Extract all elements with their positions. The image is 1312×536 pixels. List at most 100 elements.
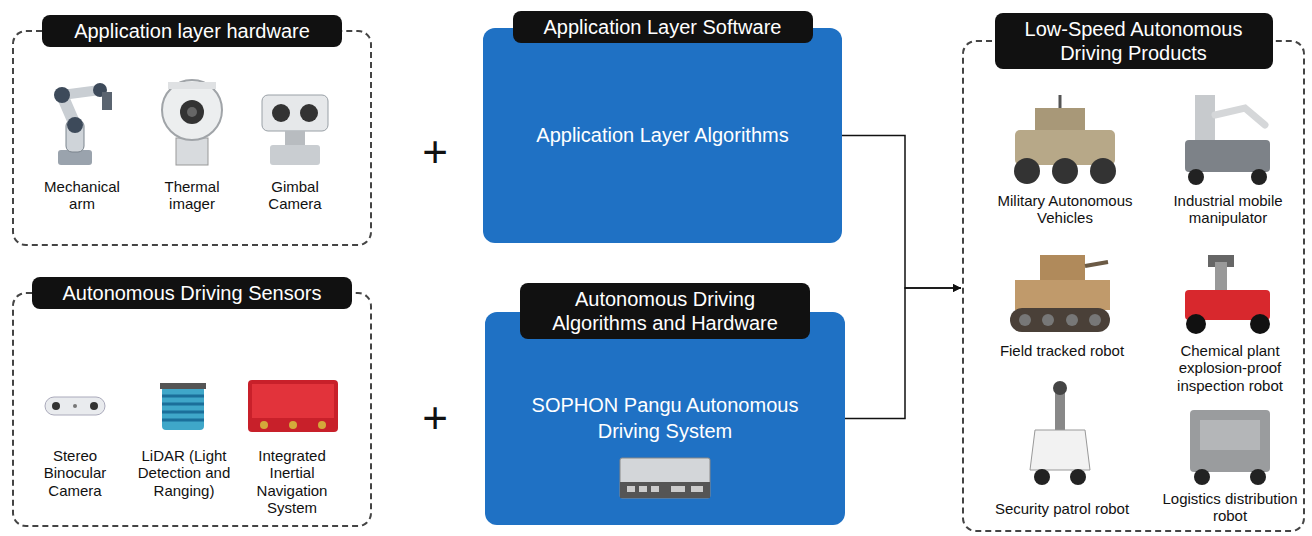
patrol-robot-icon: [1053, 381, 1067, 395]
heading-text: Autonomous Driving Sensors: [46, 281, 338, 305]
logistics-robot-icon: [1194, 469, 1210, 485]
gimbal-camera-icon: [285, 131, 305, 145]
tracked-robot-icon: [1015, 280, 1110, 310]
controller-device-icon: [619, 452, 711, 502]
patrol-robot-icon: [1030, 381, 1090, 485]
logistics-robot-icon: [1190, 410, 1270, 485]
gimbal-camera-icon: [270, 145, 320, 165]
industrial-manipulator-icon: [1195, 95, 1215, 143]
thermal-imager-icon: [180, 100, 204, 124]
heading-pill: Low-Speed Autonomous Driving Products: [995, 13, 1273, 69]
controller-device-icon: [620, 482, 710, 498]
inspection-robot-icon: [1185, 255, 1270, 334]
thermal-imager-icon: [176, 138, 208, 165]
mechanical-arm-icon: [54, 87, 70, 103]
gimbal-camera-icon: [300, 104, 318, 122]
tracked-robot-icon: [1066, 314, 1078, 326]
mechanical-arm-icon: [54, 83, 112, 165]
heading-text: Low-Speed Autonomous Driving Products: [1009, 17, 1259, 65]
patrol-robot-icon: [1034, 469, 1050, 485]
inspection-robot-icon: [1186, 314, 1206, 334]
military-vehicle-icon: [1014, 158, 1040, 184]
lidar-icon: [160, 383, 206, 389]
industrial-manipulator-icon: [1215, 108, 1265, 125]
lidar-icon: [162, 403, 204, 406]
stereo-camera-icon: [45, 397, 105, 415]
heading-text: Autonomous Driving Algorithms and Hardwa…: [535, 287, 795, 335]
heading-pill: Application Layer Software: [513, 11, 813, 43]
heading-text: Application layer hardware: [56, 19, 328, 43]
heading-pill: Application layer hardware: [42, 15, 342, 47]
plus-sign: +: [413, 130, 457, 174]
tracked-robot-icon: [1040, 255, 1085, 283]
caption-label: Integrated Inertial Navigation System: [247, 447, 337, 516]
industrial-manipulator-icon: [1188, 169, 1204, 185]
thermal-imager-icon: [162, 80, 222, 165]
stereo-camera-icon: [52, 402, 60, 410]
connector-arrow: [842, 136, 961, 289]
caption-label: Chemical plant explosion-proof inspectio…: [1155, 342, 1305, 394]
lidar-icon: [162, 386, 204, 430]
controller-device-icon: [639, 486, 647, 492]
caption-label: Mechanical arm: [37, 178, 127, 213]
tracked-robot-icon: [1089, 314, 1101, 326]
heading-text: Application Layer Software: [527, 15, 799, 39]
patrol-robot-icon: [1070, 469, 1086, 485]
inertial-navigation-icon: [248, 380, 338, 432]
heading-pill: Autonomous Driving Sensors: [32, 277, 352, 309]
military-vehicle-icon: [1090, 158, 1116, 184]
inspection-robot-icon: [1215, 262, 1227, 292]
mechanical-arm-icon: [102, 92, 112, 110]
logistics-robot-icon: [1190, 410, 1270, 472]
thermal-imager-icon: [168, 82, 216, 89]
lidar-icon: [160, 383, 206, 430]
controller-device-icon: [671, 486, 685, 492]
inertial-navigation-icon: [248, 380, 338, 432]
caption-label: Industrial mobile manipulator: [1158, 192, 1298, 227]
caption-label: LiDAR (Light Detection and Ranging): [136, 447, 232, 499]
plus-sign: +: [413, 396, 457, 440]
logistics-robot-icon: [1200, 420, 1260, 450]
gimbal-camera-icon: [262, 95, 328, 131]
caption-label: Thermal imager: [152, 178, 232, 213]
stereo-camera-icon: [45, 397, 105, 415]
inertial-navigation-icon: [252, 384, 334, 418]
mechanical-arm-icon: [67, 117, 83, 133]
inertial-navigation-icon: [318, 421, 326, 429]
thermal-imager-icon: [162, 80, 222, 140]
gimbal-camera-icon: [272, 104, 290, 122]
process-box: Autonomous Driving Algorithms and Hardwa…: [485, 312, 845, 525]
inspection-robot-icon: [1250, 314, 1270, 334]
gimbal-camera-icon: [262, 95, 328, 165]
lidar-icon: [162, 419, 204, 422]
military-vehicle-icon: [1052, 158, 1078, 184]
military-vehicle-icon: [1014, 95, 1116, 184]
stereo-camera-icon: [73, 404, 77, 408]
military-vehicle-icon: [1059, 95, 1062, 108]
tracked-robot-icon: [1010, 255, 1110, 332]
controller-device-icon: [620, 458, 710, 498]
dashed-group: Low-Speed Autonomous Driving Products: [962, 40, 1305, 532]
process-box: Application Layer SoftwareApplication La…: [483, 28, 842, 243]
caption-label: Military Autonomous Vehicles: [980, 192, 1150, 227]
lidar-icon: [162, 411, 204, 414]
body-text: SOPHON Pangu Autonomous Driving System: [520, 392, 810, 444]
caption-label: Gimbal Camera: [255, 178, 335, 213]
caption-label: Logistics distribution robot: [1160, 490, 1300, 525]
connector-arrow: [845, 288, 961, 419]
inertial-navigation-icon: [289, 421, 297, 429]
body-text: Application Layer Algorithms: [503, 122, 823, 148]
controller-device-icon: [691, 486, 703, 492]
logistics-robot-icon: [1250, 469, 1266, 485]
industrial-manipulator-icon: [1185, 95, 1270, 185]
military-vehicle-icon: [1035, 108, 1085, 132]
dashed-group: Application layer hardware: [12, 30, 372, 246]
heading-pill: Autonomous Driving Algorithms and Hardwa…: [520, 283, 810, 339]
stereo-camera-icon: [90, 402, 98, 410]
industrial-manipulator-icon: [1251, 169, 1267, 185]
lidar-icon: [162, 395, 204, 398]
caption-label: Stereo Binocular Camera: [37, 447, 113, 499]
caption-label: Field tracked robot: [972, 342, 1152, 359]
tracked-robot-icon: [1085, 262, 1108, 266]
